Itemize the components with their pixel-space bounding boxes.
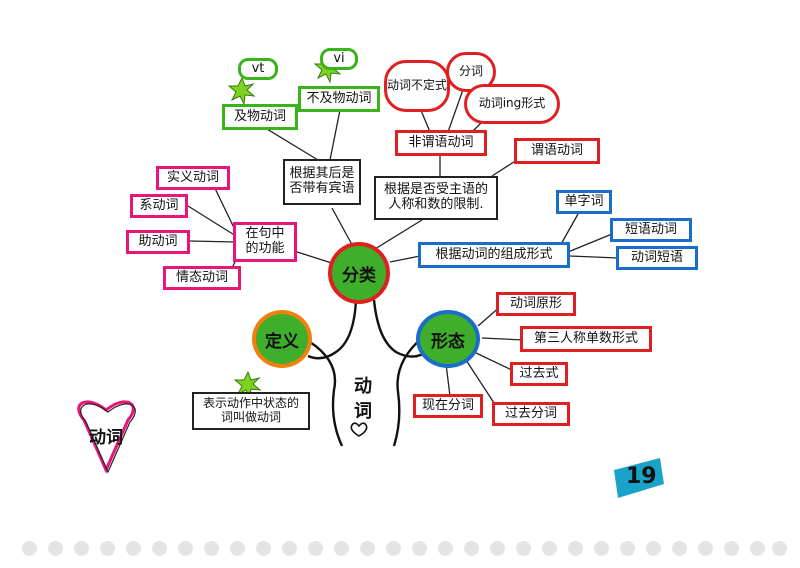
function-label: 在句中的功能: [233, 222, 297, 262]
function-item-modal: 情态动词: [163, 266, 241, 290]
hub-definition: 定义: [252, 310, 312, 368]
function-item-notional: 实义动词: [156, 166, 230, 190]
function-item-linking: 系动词: [130, 194, 188, 218]
hub-classify: 分类: [328, 242, 390, 304]
intransitive-verb: 不及物动词: [298, 86, 380, 112]
form-third-person: 第三人称单数形式: [520, 326, 652, 352]
verb-phrase: 动词短语: [616, 246, 698, 270]
single-word-verb: 单字词: [556, 190, 612, 214]
hub-forms: 形态: [416, 310, 480, 368]
tag-vt: vt: [238, 58, 278, 80]
infinitive-cloud: 动词不定式: [384, 60, 450, 112]
form-base: 动词原形: [496, 292, 576, 316]
page-badge-shape: [614, 458, 664, 498]
definition-box: 表示动作中状态的词叫做动词: [192, 392, 310, 430]
ing-form-cloud: 动词ing形式: [464, 84, 560, 124]
object-label: 根据其后是否带有宾语: [283, 159, 361, 205]
trunk-char-2: 词: [354, 401, 372, 422]
title-text: 动词: [89, 428, 123, 449]
function-item-auxiliary: 助动词: [126, 230, 190, 254]
transitive-verb: 及物动词: [222, 104, 298, 130]
form-past-tense: 过去式: [510, 362, 568, 386]
form-present-participle: 现在分词: [413, 394, 483, 418]
form-past-participle: 过去分词: [492, 402, 570, 426]
phrasal-verb: 短语动词: [610, 218, 692, 242]
composition-label: 根据动词的组成形式: [418, 242, 570, 268]
page-number: 19: [626, 464, 657, 489]
nonfinite-verb: 非谓语动词: [395, 130, 487, 156]
finite-label: 根据是否受主语的人称和数的限制.: [374, 176, 498, 220]
trunk-char-1: 动: [354, 376, 372, 397]
tag-vi: vi: [320, 48, 358, 70]
finite-verb: 谓语动词: [514, 138, 600, 164]
